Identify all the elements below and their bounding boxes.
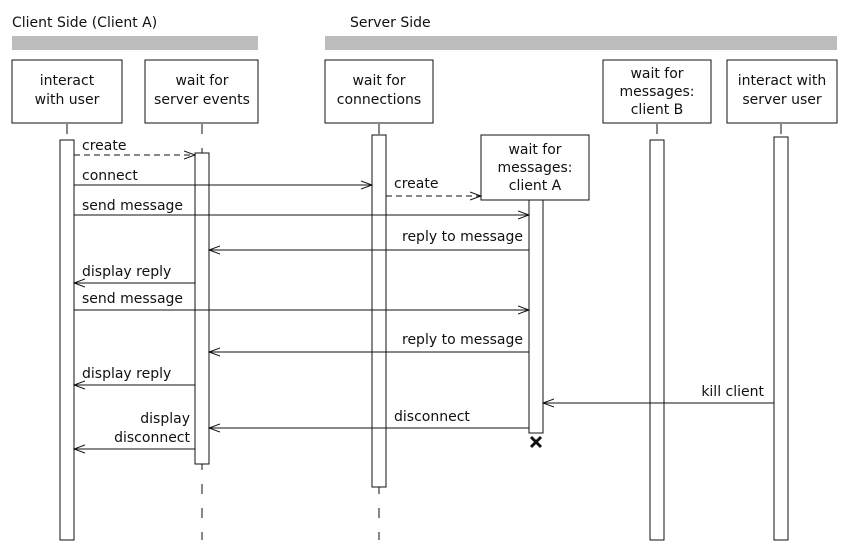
client-side-header: Client Side (Client A) xyxy=(12,15,258,50)
message-label: reply to message xyxy=(402,229,523,245)
participant-label: messages: xyxy=(498,160,573,176)
message-create-1: create xyxy=(74,138,195,155)
activation-server-user xyxy=(773,136,789,541)
participant-label: client B xyxy=(631,102,684,118)
message-label: display xyxy=(140,411,190,427)
message-create-2: create xyxy=(386,176,481,196)
participant-label: wait for xyxy=(630,66,683,82)
activation-client-b xyxy=(649,139,665,541)
message-label: send message xyxy=(82,291,183,307)
message-label: reply to message xyxy=(402,332,523,348)
message-connect: connect xyxy=(74,168,372,185)
participant-label: messages: xyxy=(620,84,695,100)
message-label: disconnect xyxy=(394,409,470,425)
participant-label: interact with xyxy=(738,73,827,89)
message-reply-1: reply to message xyxy=(209,229,529,250)
participant-label: wait for xyxy=(508,142,561,158)
x-mark-icon xyxy=(529,435,543,449)
message-label: kill client xyxy=(701,384,764,400)
message-reply-2: reply to message xyxy=(209,332,529,352)
message-send-1: send message xyxy=(74,198,529,215)
message-label: send message xyxy=(82,198,183,214)
message-display-reply-1: display reply xyxy=(74,264,195,283)
participant-label: with user xyxy=(35,92,100,108)
message-kill-client: kill client xyxy=(543,384,774,403)
activation-connections xyxy=(371,134,387,488)
participant-label: connections xyxy=(337,92,421,108)
server-side-header: Server Side xyxy=(325,15,837,50)
participant-label: server events xyxy=(154,92,250,108)
activation-server-events xyxy=(194,152,210,465)
activation-interact-user xyxy=(59,139,75,541)
participant-connections: wait for connections xyxy=(324,59,434,124)
participant-server-events: wait for server events xyxy=(144,59,259,124)
participant-label: wait for xyxy=(352,73,405,89)
server-side-bar xyxy=(325,36,837,50)
message-display-reply-2: display reply xyxy=(74,366,195,385)
message-display-disconnect: display disconnect xyxy=(74,411,195,449)
participant-label: server user xyxy=(742,92,822,108)
activation-client-a xyxy=(528,199,544,434)
message-send-2: send message xyxy=(74,291,529,310)
participant-label: interact xyxy=(40,73,95,89)
participant-label: wait for xyxy=(175,73,228,89)
participant-client-a: wait for messages: client A xyxy=(480,134,590,201)
participant-interact-user: interact with user xyxy=(11,59,123,124)
participant-server-user: interact with server user xyxy=(726,59,838,124)
message-disconnect: disconnect xyxy=(209,409,529,428)
participant-label: client A xyxy=(509,178,562,194)
participant-client-b: wait for messages: client B xyxy=(602,59,712,124)
client-side-title: Client Side (Client A) xyxy=(12,15,157,31)
message-label: disconnect xyxy=(114,430,190,446)
message-label: create xyxy=(394,176,438,192)
message-label: display reply xyxy=(82,264,171,280)
message-label: create xyxy=(82,138,126,154)
activations xyxy=(59,134,789,541)
message-label: display reply xyxy=(82,366,171,382)
server-side-title: Server Side xyxy=(350,15,431,31)
message-label: connect xyxy=(82,168,138,184)
client-side-bar xyxy=(12,36,258,50)
